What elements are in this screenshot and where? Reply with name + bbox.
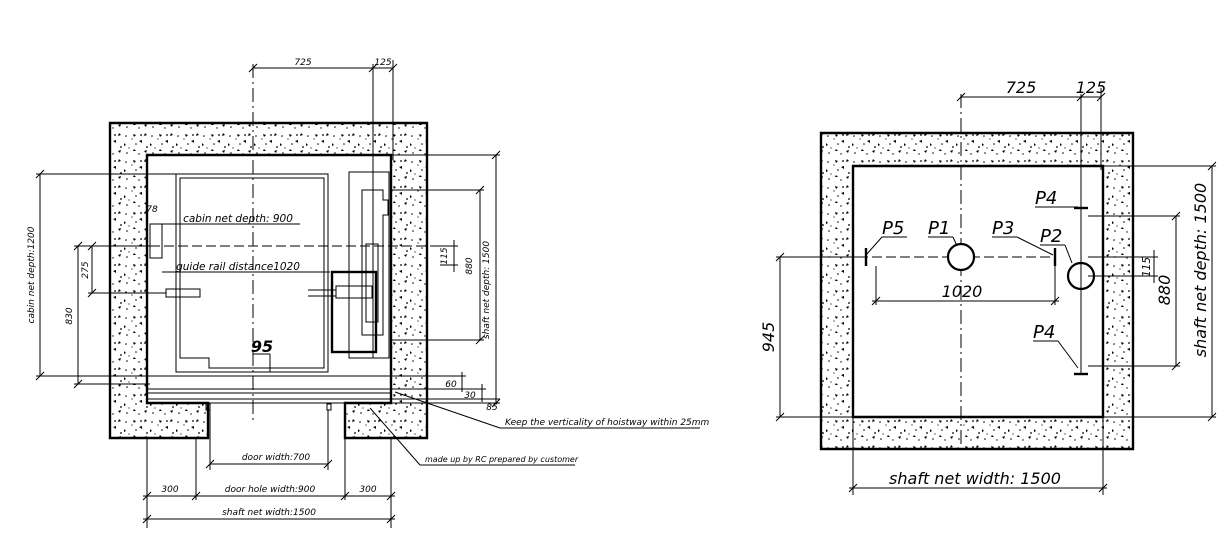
left-guide-rail-label: guide rail distance1020 [176, 261, 300, 273]
right-shaft-net-depth: shaft net depth: 1500 [1191, 183, 1210, 357]
left-sill [146, 375, 392, 390]
left-dim-30: 30 [464, 391, 476, 401]
left-counterweight-frame [348, 171, 390, 359]
left-dim-125: 125 [374, 58, 391, 68]
left-dim-725: 725 [294, 58, 311, 68]
left-door-hole-width: door hole width:900 [225, 485, 316, 495]
right-shaft-plan: 725 125 P1 P5 P3 P2 P4 P4 1020 [759, 78, 1217, 495]
left-shaft-net-depth: shaft net depth: 1500 [482, 241, 492, 339]
left-rail-bracket [330, 270, 378, 354]
left-rc-note: made up by RC prepared by customer [425, 455, 579, 464]
left-cabin-net-depth-label: cabin net depth: 900 [183, 213, 293, 225]
right-label-p1: P1 [928, 218, 950, 239]
right-dim-115: 115 [1141, 257, 1153, 277]
right-label-p4-bottom: P4 [1033, 322, 1055, 343]
right-label-p4-top: P4 [1035, 188, 1057, 209]
left-concrete-wall [108, 121, 429, 440]
left-cabin-net-depth-vertical: cabin net depth:1200 [27, 226, 37, 323]
left-dim-95: 95 [251, 337, 273, 356]
left-dim-880: 880 [465, 257, 475, 274]
right-shaft-net-width: shaft net width: 1500 [889, 469, 1061, 488]
left-dim-300-right: 300 [359, 485, 376, 495]
right-dim-945: 945 [759, 322, 778, 353]
left-inner-wall-line [146, 154, 392, 404]
right-label-p5: P5 [882, 218, 904, 239]
left-dim-85: 85 [486, 403, 498, 413]
left-dim-78: 78 [146, 205, 158, 215]
right-dim-1020: 1020 [942, 282, 983, 301]
left-shaft-plan: 725 125 cabin net depth: 900 guide rail … [27, 58, 710, 528]
left-door-width: door width:700 [242, 453, 311, 463]
left-dim-275: 275 [81, 261, 91, 278]
right-label-p2: P2 [1040, 226, 1062, 247]
left-dim-300-left: 300 [161, 485, 178, 495]
left-shaft-net-width: shaft net width:1500 [222, 508, 316, 518]
right-dim-880: 880 [1155, 275, 1174, 306]
left-verticality-note: Keep the verticality of hoistway within … [505, 418, 710, 428]
left-dim-60: 60 [445, 380, 457, 390]
left-dim-830: 830 [65, 307, 75, 324]
right-dim-125: 125 [1076, 78, 1107, 97]
left-dim-115: 115 [440, 247, 450, 264]
right-label-p3: P3 [992, 218, 1014, 239]
left-cabin-outline [175, 173, 329, 373]
right-point-p1-circle [946, 242, 976, 272]
right-dim-725: 725 [1006, 78, 1037, 97]
